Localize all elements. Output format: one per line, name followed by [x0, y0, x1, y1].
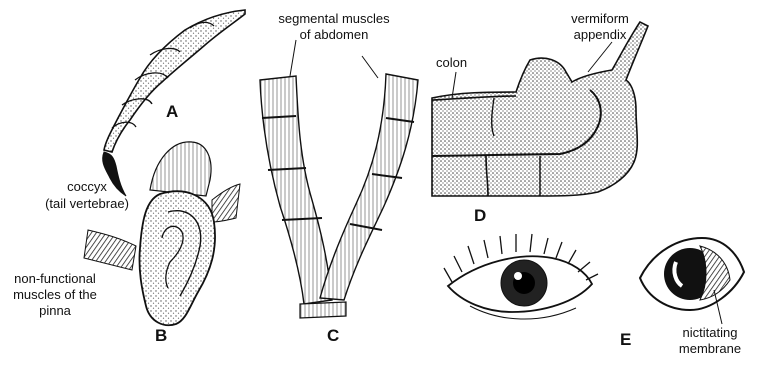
panel-e-animal-eye: [640, 238, 744, 324]
panel-e-letter: E: [620, 330, 631, 350]
muscles-of-the-label: muscles of the: [0, 288, 110, 302]
tail-vertebrae-label: (tail vertebrae): [22, 197, 152, 211]
panel-e-human-eye: [444, 234, 598, 319]
panel-d-colon-appendix: [432, 22, 648, 196]
appendix-label: appendix: [550, 28, 650, 42]
segmental-muscles-label: segmental muscles: [244, 12, 424, 26]
non-functional-label: non-functional: [0, 272, 110, 286]
coccyx-label: coccyx: [22, 180, 152, 194]
colon-label: colon: [436, 56, 467, 70]
pinna-label: pinna: [0, 304, 110, 318]
panel-a-letter: A: [166, 102, 178, 122]
panel-d-letter: D: [474, 206, 486, 226]
nictitating-label: nictitating: [660, 326, 760, 340]
of-abdomen-label: of abdomen: [244, 28, 424, 42]
panel-c-abdominal-muscles: [260, 40, 418, 318]
panel-b-letter: B: [155, 326, 167, 346]
membrane-label: membrane: [660, 342, 760, 356]
vermiform-label: vermiform: [550, 12, 650, 26]
panel-c-letter: C: [327, 326, 339, 346]
